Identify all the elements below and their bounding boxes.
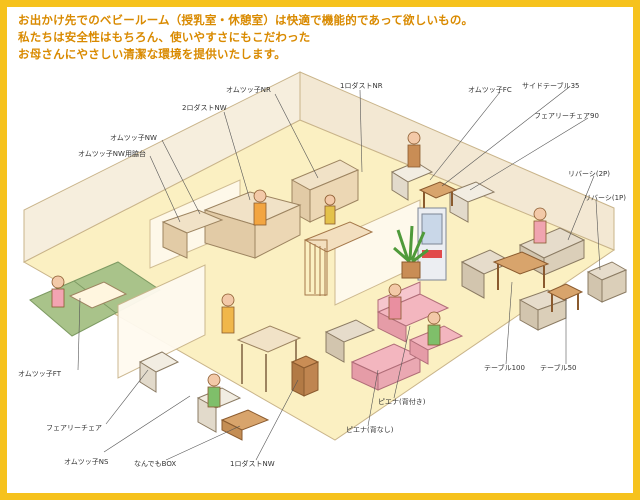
label-omutsu-nw-stand: オムツッ子NW用脇台 [78, 149, 146, 158]
partition-wall-front-left [117, 264, 206, 379]
label-nandemo-box: なんでもBOX [134, 460, 176, 468]
fairy-chair-90 [448, 181, 496, 223]
label-dust-nw-2: 2ロダストNW [182, 103, 227, 112]
leader-lines [77, 87, 601, 461]
dust-bin-nw [290, 355, 320, 397]
label-omutsu-nw: オムツッ子NW [110, 134, 157, 142]
changing-table-ns [236, 325, 302, 392]
potted-plant [393, 225, 429, 279]
table-100 [492, 251, 550, 290]
sofa-left-of-table [460, 249, 514, 299]
label-piena-noback: ピエナ(背なし) [346, 425, 394, 434]
baby-crib [303, 221, 374, 296]
intro-line-1: お出かけ先でのベビールーム（授乳室・休憩室）は快適で機能的であって欲しいもの。 [18, 13, 474, 27]
intro-line-3: お母さんにやさしい清潔な環境を提供いたします。 [18, 47, 286, 61]
label-dust-nr-1: 1ロダストNR [340, 81, 383, 90]
label-fairy-chair-90: フェアリーチェア90 [534, 112, 599, 120]
armchair-top [390, 161, 434, 201]
changing-counter-nr [290, 159, 360, 223]
back-wall-right [299, 71, 615, 251]
label-liverage-1p: リバーシ(1P) [584, 194, 626, 202]
label-omutsu-fc: オムツッ子FC [468, 86, 512, 94]
booth-sofa-center [324, 319, 376, 363]
label-side-table-35: サイドテーブル35 [522, 81, 580, 90]
omutsu-ft-mat [68, 281, 128, 309]
label-table-100: テーブル100 [484, 363, 525, 372]
label-piena-back: ピエナ(背付き) [378, 397, 426, 406]
label-table-50: テーブル50 [540, 363, 577, 372]
label-fairy-chair: フェアリーチェア [46, 424, 102, 432]
people-figures [51, 131, 547, 408]
label-omutsu-ft: オムツッ子FT [18, 370, 62, 378]
label-liverage-2p: リバーシ(2P) [568, 170, 610, 178]
armchair-1p [586, 261, 628, 303]
nandemo-box [220, 409, 270, 441]
table-50 [546, 283, 584, 312]
label-dust-nw-1: 1ロダストNW [230, 459, 275, 468]
label-omutsu-ns: オムツッ子NS [64, 458, 109, 466]
changing-counter-small [161, 209, 224, 259]
label-omutsu-nr: オムツッ子NR [226, 86, 271, 94]
vending-machine [417, 207, 447, 281]
side-table-35 [418, 181, 458, 208]
fairy-chair-front [138, 351, 180, 393]
intro-text-block: お出かけ先でのベビールーム（授乳室・休憩室）は快適で機能的であって欲しいもの。 … [18, 12, 538, 63]
intro-line-2: 私たちは安全性はもちろん、使いやすさにもこだわった [18, 30, 311, 44]
